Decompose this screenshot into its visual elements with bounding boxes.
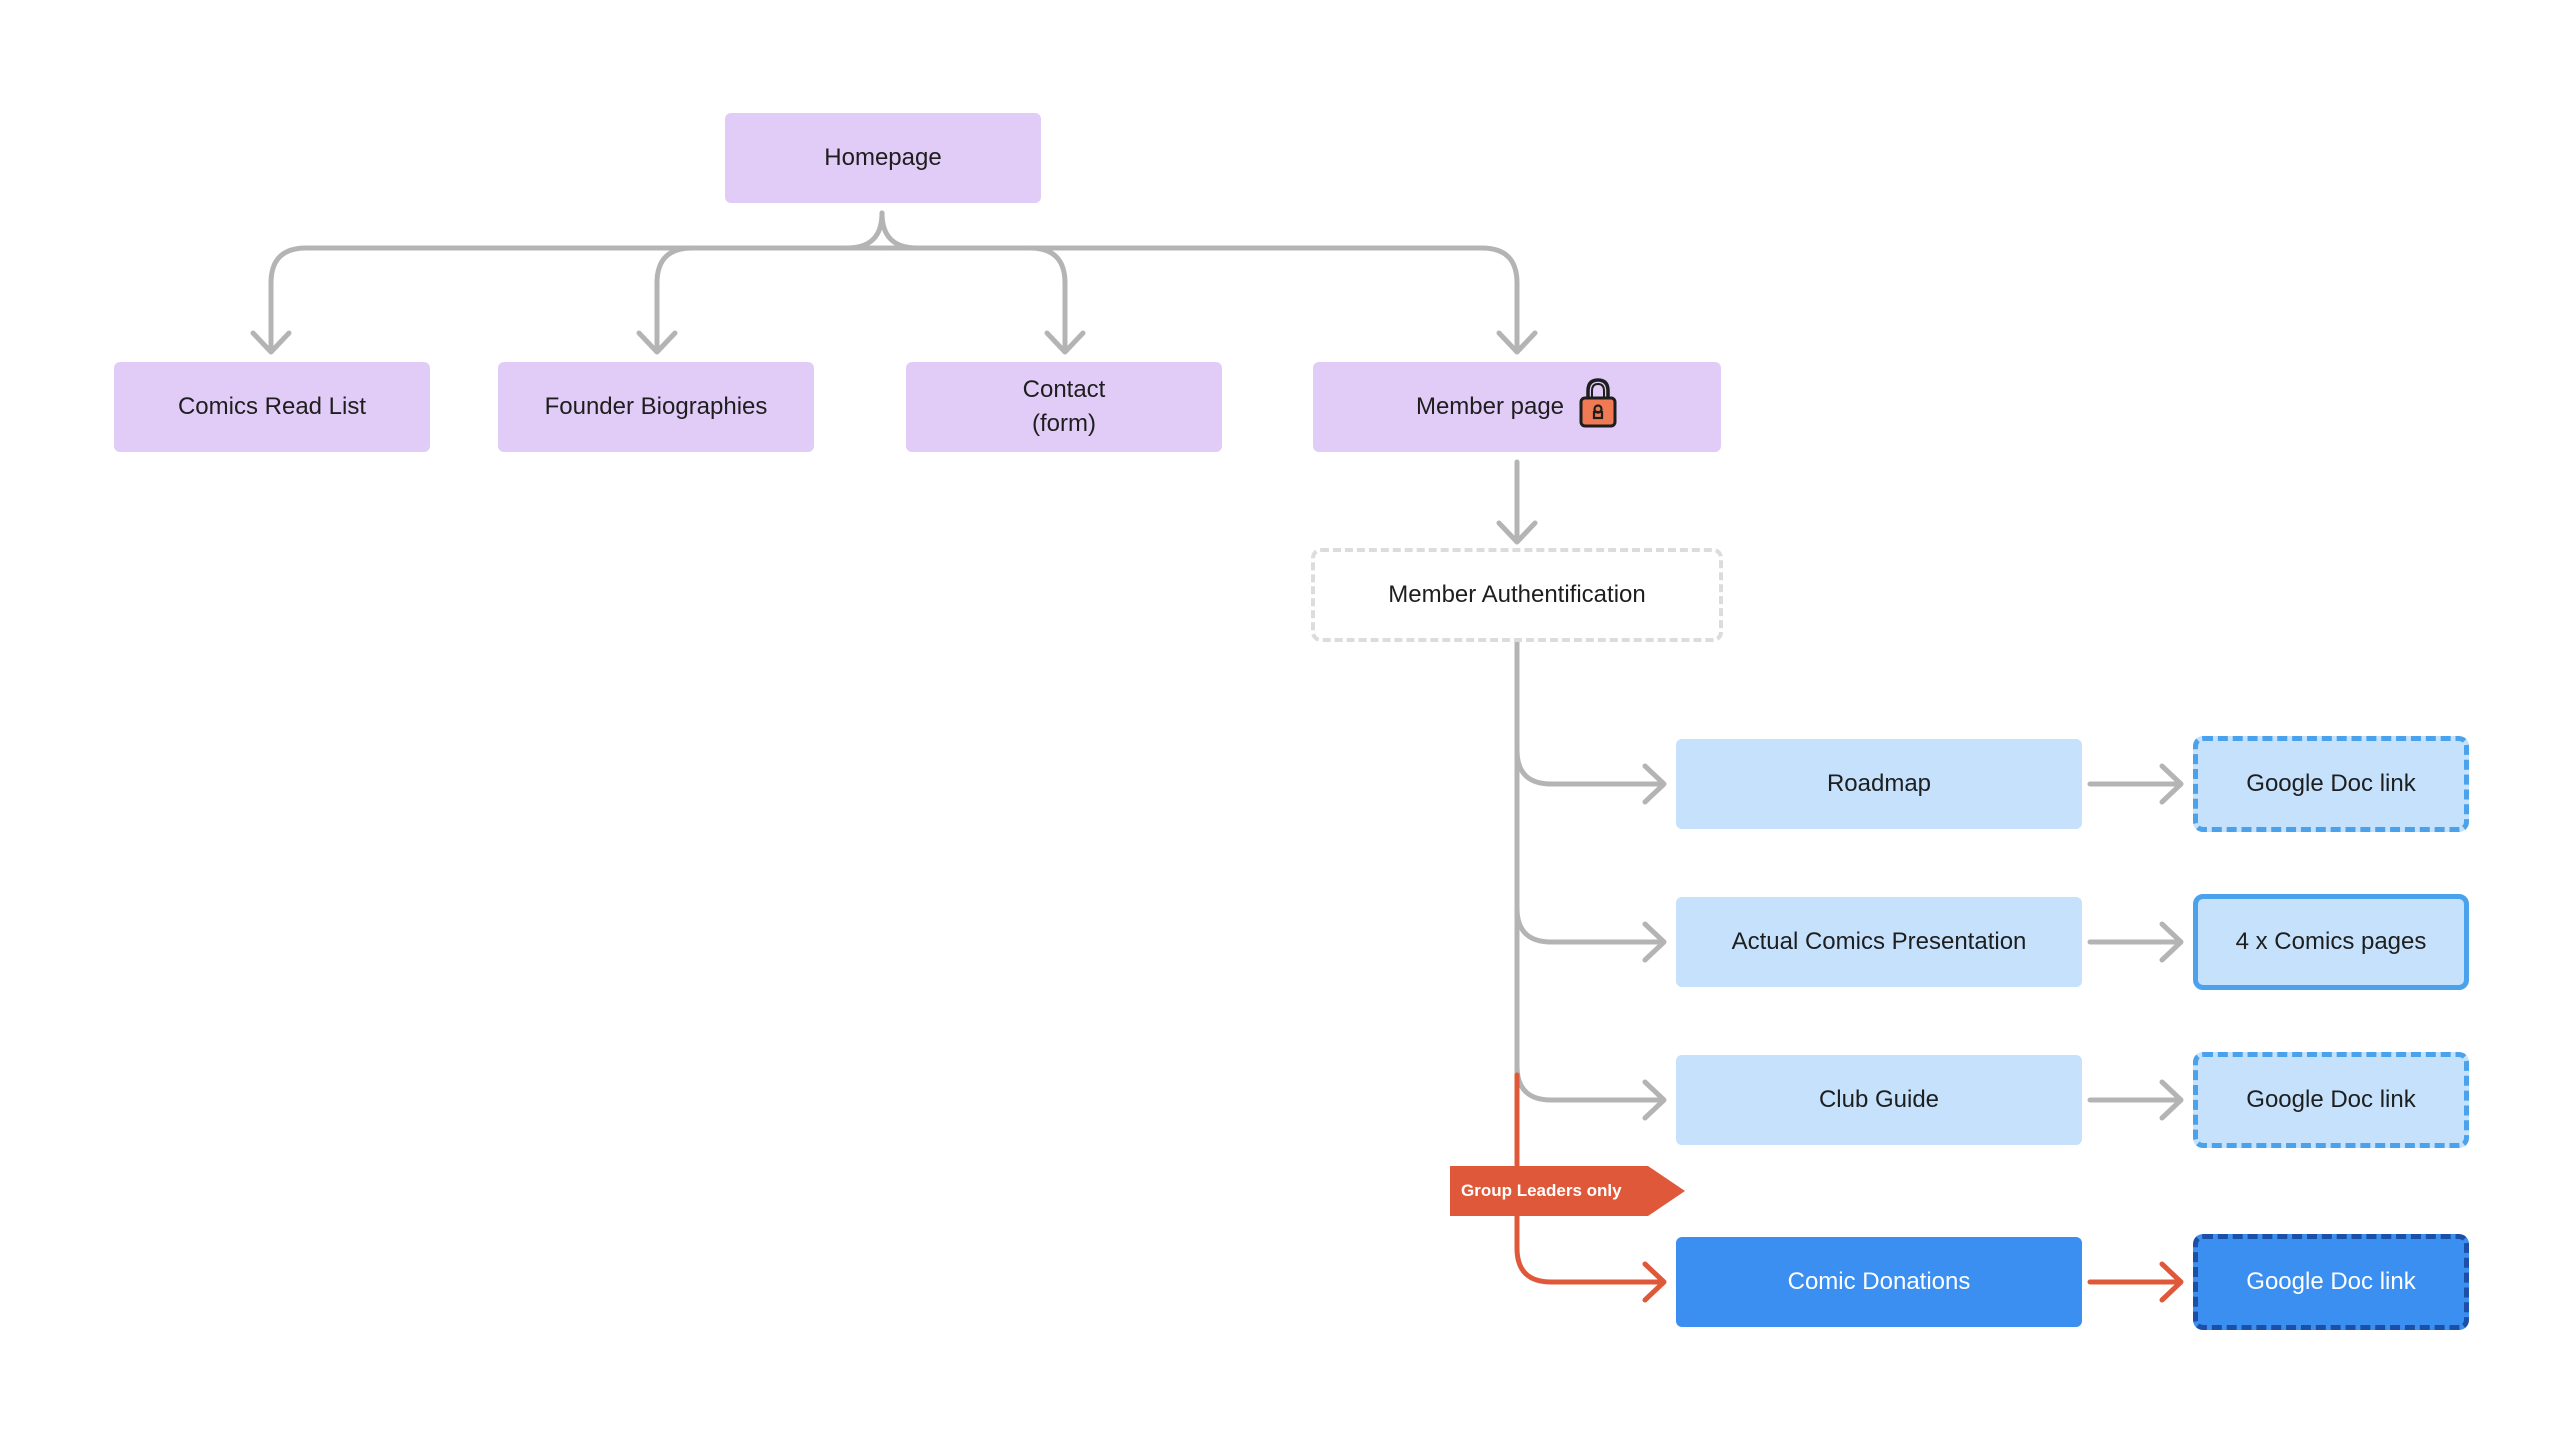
donations-google-doc-link[interactable]: Google Doc link: [2193, 1234, 2469, 1330]
roadmap-google-doc-link-label: Google Doc link: [2246, 770, 2416, 797]
group-leaders-tag-label: Group Leaders only: [1461, 1181, 1622, 1200]
club-guide-google-doc-link[interactable]: Google Doc link: [2193, 1052, 2469, 1148]
member-authentification-label: Member Authentification: [1388, 581, 1646, 608]
arrowhead: [250, 330, 292, 355]
comic-donations-node: Comic Donations: [1676, 1237, 2082, 1327]
group-leaders-tag-shape: [1450, 1166, 1685, 1216]
contact-node: Contact (form): [906, 362, 1222, 452]
founder-biographies-label: Founder Biographies: [544, 393, 768, 420]
arrowhead: [636, 330, 678, 355]
comics-pages-label: 4 x Comics pages: [2235, 928, 2427, 955]
actual-comics-presentation-label: Actual Comics Presentation: [1731, 928, 2027, 955]
roadmap-label: Roadmap: [1826, 770, 1932, 797]
roadmap-google-doc-link[interactable]: Google Doc link: [2193, 736, 2469, 832]
founder-biographies-node: Founder Biographies: [498, 362, 814, 452]
arrowhead: [1496, 330, 1538, 355]
member-page-label: Member page: [1415, 393, 1565, 420]
group-leaders-tag: Group Leaders only: [1461, 1166, 1622, 1216]
contact-sublabel: (form): [1032, 410, 1096, 437]
member-authentification-node: Member Authentification: [1311, 548, 1723, 642]
roadmap-node: Roadmap: [1676, 739, 2082, 829]
comics-read-list-label: Comics Read List: [177, 393, 367, 420]
connector-homepage-branches: [268, 210, 885, 353]
comic-donations-label: Comic Donations: [1787, 1268, 1971, 1295]
homepage-node: Homepage: [725, 113, 1041, 203]
connector-group-leaders: [1514, 1072, 1666, 1285]
club-guide-node: Club Guide: [1676, 1055, 2082, 1145]
club-guide-google-doc-link-label: Google Doc link: [2246, 1086, 2416, 1113]
actual-comics-presentation-node: Actual Comics Presentation: [1676, 897, 2082, 987]
member-page-node: Member page: [1313, 362, 1721, 452]
lock-icon: [1578, 376, 1618, 438]
comics-pages-node: 4 x Comics pages: [2193, 894, 2469, 990]
club-guide-label: Club Guide: [1818, 1086, 1940, 1113]
contact-label: Contact: [1022, 376, 1106, 403]
comics-read-list-node: Comics Read List: [114, 362, 430, 452]
arrowhead: [1044, 330, 1086, 355]
donations-google-doc-link-label: Google Doc link: [2246, 1268, 2416, 1295]
homepage-label: Homepage: [824, 144, 942, 171]
